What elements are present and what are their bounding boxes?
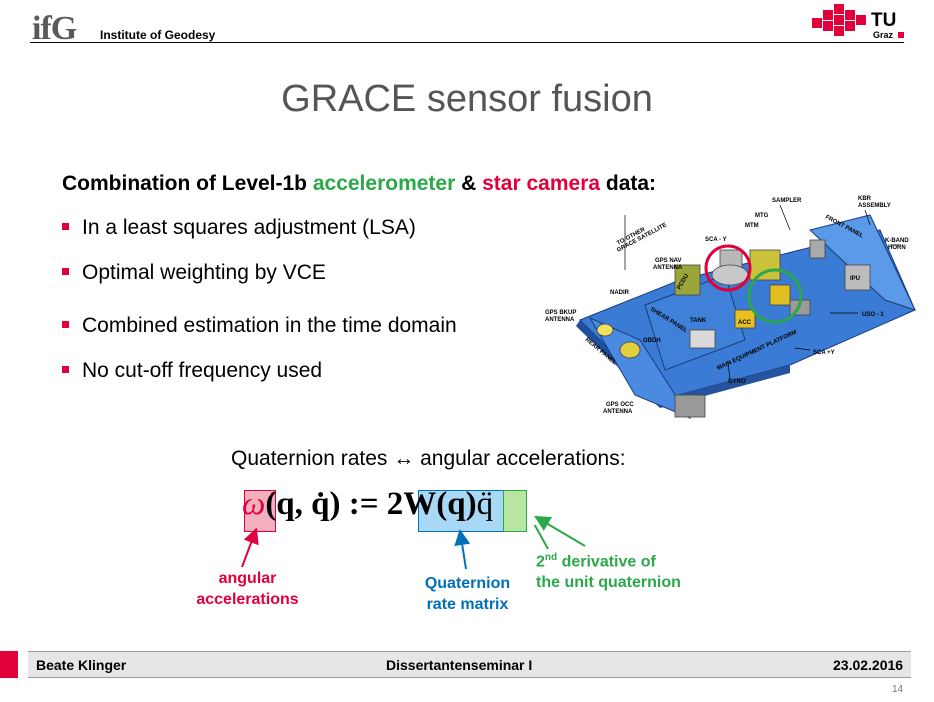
bullet-item: Combined estimation in the time domain bbox=[62, 314, 457, 338]
label-acc: ACC bbox=[738, 320, 752, 326]
footer-event: Dissertantenseminar I bbox=[386, 657, 533, 673]
angular-arrow bbox=[241, 527, 259, 568]
label-gps-occ: GPS OCC bbox=[606, 402, 634, 408]
qdd-highlight-box bbox=[503, 490, 527, 532]
ifg-logo-text: ifG bbox=[32, 10, 77, 47]
formula-w: W(q) bbox=[403, 486, 477, 522]
quaternion-label-line1: Quaternion bbox=[424, 575, 511, 592]
label-ipu: IPU bbox=[850, 276, 860, 282]
angular-label-line1: angular bbox=[218, 570, 277, 587]
label-sca-y-plus: SCA +Y bbox=[813, 350, 835, 356]
subtitle-accelerometer: accelerometer bbox=[312, 172, 456, 195]
footer-date: 23.02.2016 bbox=[833, 657, 904, 673]
omega-highlight-box bbox=[244, 490, 276, 532]
bullet-item: No cut-off frequency used bbox=[62, 359, 322, 383]
tu-graz-logo bbox=[812, 4, 904, 38]
second-derivative-sup: nd bbox=[544, 552, 558, 563]
label-mtm: MTM bbox=[745, 223, 759, 229]
bullet-text: Optimal weighting by VCE bbox=[82, 261, 326, 284]
subtitle-amp: & bbox=[455, 172, 483, 195]
bullet-item: In a least squares adjustment (LSA) bbox=[62, 216, 416, 240]
label-gps-occ-antenna: ANTENNA bbox=[603, 409, 633, 415]
annotation-arrows bbox=[241, 525, 549, 570]
slide-subtitle: Combination of Level-1b accelerometer & … bbox=[62, 172, 656, 196]
tu-logo-text: TU bbox=[871, 10, 897, 31]
label-horn: HORN bbox=[888, 245, 906, 251]
quaternion-arrow bbox=[454, 529, 471, 570]
formula-args: (q, q̇) := 2 bbox=[265, 486, 404, 522]
second-derivative-label: 2nd derivative of the unit quaternion bbox=[536, 547, 681, 593]
subtitle-part2: data: bbox=[600, 172, 657, 195]
institute-name: Institute of Geodesy bbox=[100, 28, 216, 42]
bullet-text: In a least squares adjustment (LSA) bbox=[82, 216, 416, 239]
label-gps-bkup: GPS BKUP bbox=[545, 310, 576, 316]
label-k-band: K-BAND bbox=[885, 238, 909, 244]
formula-qdd: q̈ bbox=[476, 486, 494, 522]
bullet-text: Combined estimation in the time domain bbox=[82, 314, 457, 337]
label-tank: TANK bbox=[690, 318, 707, 324]
bullet-item: Optimal weighting by VCE bbox=[62, 261, 326, 285]
graz-logo-text: Graz bbox=[873, 30, 894, 40]
quaternion-label-line2: rate matrix bbox=[426, 596, 509, 613]
subtitle-part1: Combination of Level-1b bbox=[62, 172, 313, 195]
label-nadir: NADIR bbox=[610, 290, 630, 296]
second-derivative-line2: the unit quaternion bbox=[536, 574, 681, 592]
bullet-square-icon bbox=[62, 267, 69, 275]
header-divider bbox=[30, 42, 904, 43]
ifg-logo: ifG bbox=[32, 10, 77, 48]
qdd-arrow bbox=[534, 515, 586, 547]
quaternion-rates-heading: Quaternion rates ↔ angular accelerations… bbox=[231, 447, 626, 470]
label-obdh: OBDH bbox=[643, 338, 661, 344]
label-gyro: GYRO bbox=[728, 379, 746, 385]
footer-author: Beate Klinger bbox=[36, 657, 127, 673]
angular-label-line2: accelerations bbox=[196, 591, 299, 608]
label-assembly: ASSEMBLY bbox=[858, 203, 891, 209]
subtitle-star-camera: star camera bbox=[482, 172, 601, 195]
second-derivative-number: 2 bbox=[536, 553, 545, 571]
qdd-arrow-line-2 bbox=[534, 515, 586, 547]
bullet-square-icon bbox=[62, 222, 69, 230]
label-sampler: SAMPLER bbox=[772, 198, 802, 204]
label-gps-nav: GPS NAV bbox=[655, 258, 682, 264]
quaternion-rate-matrix-label: Quaternion rate matrix bbox=[405, 573, 530, 615]
page-number: 14 bbox=[892, 684, 904, 695]
bullet-square-icon bbox=[62, 320, 69, 328]
qdd-arrow-line bbox=[533, 525, 549, 550]
second-derivative-rest: derivative of bbox=[557, 553, 656, 571]
second-derivative-line1: 2nd derivative of bbox=[536, 547, 681, 572]
angular-accelerations-label: angular accelerations bbox=[180, 568, 315, 610]
bullet-square-icon bbox=[62, 365, 69, 373]
label-kbr: KBR bbox=[858, 196, 872, 202]
grace-satellite-diagram: TO OTHER GRACE SATELLITE SAMPLER KBR ASS… bbox=[545, 196, 916, 420]
footer-bar bbox=[28, 651, 911, 678]
footer-red-bar bbox=[0, 651, 18, 678]
formula-omega: ω̇ bbox=[242, 486, 266, 522]
label-sca-y-minus: SCA - Y bbox=[705, 237, 727, 243]
slide-title: GRACE sensor fusion bbox=[281, 78, 653, 120]
label-uso: USO - 1 bbox=[862, 312, 884, 318]
label-gps-bkup-antenna: ANTENNA bbox=[545, 317, 575, 323]
label-mtg: MTG bbox=[755, 213, 769, 219]
fusion-formula: ω̇(q, q̇) := 2W(q)q̈ bbox=[242, 486, 493, 523]
label-gps-nav-antenna: ANTENNA bbox=[653, 265, 683, 271]
bullet-text: No cut-off frequency used bbox=[82, 359, 323, 382]
